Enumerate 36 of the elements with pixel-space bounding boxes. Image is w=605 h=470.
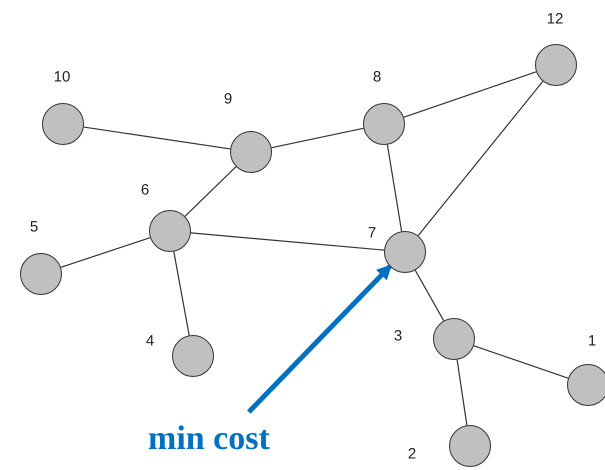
edge-line bbox=[60, 237, 150, 268]
edge-line bbox=[404, 71, 536, 118]
arrow bbox=[247, 264, 392, 414]
node-label: 8 bbox=[372, 68, 382, 86]
node-label: 10 bbox=[54, 68, 70, 86]
circle-node bbox=[20, 253, 62, 295]
edge-line bbox=[418, 80, 544, 236]
edge-line bbox=[173, 252, 190, 336]
circle-node bbox=[42, 103, 84, 145]
node-label: 2 bbox=[408, 446, 416, 462]
edge-line bbox=[84, 126, 230, 150]
node-label: 12 bbox=[546, 10, 564, 28]
node-label: 4 bbox=[146, 332, 154, 350]
edge-line bbox=[271, 128, 364, 148]
node-label: 3 bbox=[394, 328, 402, 344]
edge-line bbox=[184, 166, 236, 217]
circle-node bbox=[449, 425, 491, 467]
annotation-text: min cost bbox=[148, 420, 270, 458]
circle-node bbox=[149, 210, 191, 252]
node-label: 5 bbox=[30, 218, 38, 236]
node-label: 7 bbox=[368, 224, 376, 242]
circle-node bbox=[172, 335, 214, 377]
circle-node bbox=[363, 103, 405, 145]
edge-line bbox=[414, 270, 444, 321]
node-label: 6 bbox=[140, 182, 150, 198]
circle-node bbox=[535, 44, 577, 86]
edge-line bbox=[190, 232, 384, 251]
edge-line bbox=[474, 345, 568, 379]
edge-line bbox=[386, 144, 402, 232]
circle-node bbox=[433, 318, 475, 360]
circle-node bbox=[384, 231, 426, 273]
circle-node bbox=[567, 364, 605, 406]
node-label: 1 bbox=[588, 332, 596, 350]
node-label: 9 bbox=[224, 90, 232, 108]
edge-line bbox=[456, 360, 468, 426]
circle-node bbox=[230, 131, 272, 173]
